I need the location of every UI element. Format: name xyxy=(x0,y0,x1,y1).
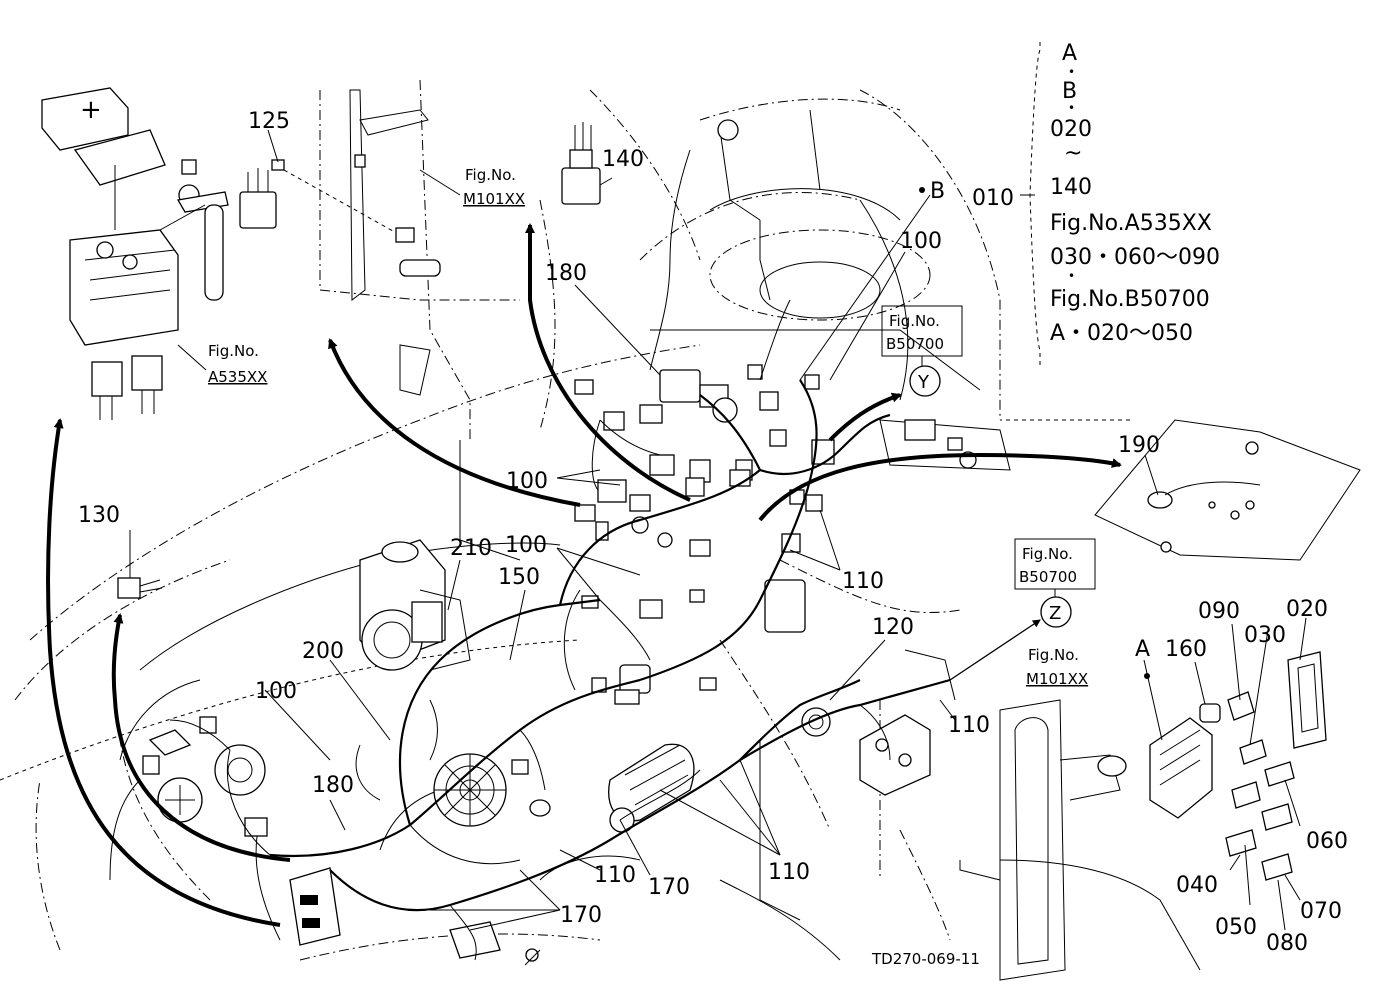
fig-ref-label: Fig.No. xyxy=(1028,646,1079,664)
wiring-harness xyxy=(169,149,951,961)
note-bracket xyxy=(1029,42,1041,368)
note-line-1: A xyxy=(1062,41,1077,66)
fig-ref-a535-top: Fig.No. A535XX xyxy=(177,342,267,386)
callout-210: 210 xyxy=(450,536,492,561)
alternator xyxy=(433,753,551,827)
fig-ref-code: M101XX xyxy=(1026,670,1088,688)
bracket-panel xyxy=(349,89,441,396)
callout-020: 020 xyxy=(1286,597,1328,622)
callout-100-center: 100 xyxy=(505,533,547,558)
fig-ref-code: B50700 xyxy=(886,335,944,353)
note-line-5: 140 xyxy=(1050,175,1092,200)
note-dot: • xyxy=(1068,65,1075,79)
valve-cluster xyxy=(859,649,956,796)
callout-110-bottom-right: 110 xyxy=(768,860,810,885)
callout-100-mid: 100 xyxy=(506,469,548,494)
fuse-box-a xyxy=(1149,651,1327,881)
fig-ref-code: A535XX xyxy=(208,368,267,386)
callout-010: 010 xyxy=(972,186,1014,211)
dash-connectors xyxy=(574,364,835,497)
relay-125 xyxy=(239,159,401,236)
fig-ref-code: M101XX xyxy=(463,190,525,208)
callout-120: 120 xyxy=(872,615,914,640)
callout-100-top: 100 xyxy=(900,229,942,254)
front-pulley xyxy=(142,716,268,837)
callout-b: B xyxy=(930,179,945,204)
callout-200: 200 xyxy=(302,639,344,664)
plate-190 xyxy=(1094,419,1361,561)
note-line-3: 020 xyxy=(1050,117,1092,142)
note-line-6: Fig.No.A535XX xyxy=(1050,211,1212,236)
a-dot xyxy=(1144,673,1150,679)
marker-z: Z xyxy=(1049,603,1061,624)
marker-y-circle xyxy=(909,365,941,397)
note-box: A • B • 020 ~ 140 Fig.No.A535XX 030・060～… xyxy=(1050,41,1220,346)
note-dot: • xyxy=(1068,101,1075,115)
note-line-4: ~ xyxy=(1064,141,1082,166)
panel-y-detail xyxy=(879,419,1011,471)
callout-030: 030 xyxy=(1244,623,1286,648)
fender-post xyxy=(959,699,1201,981)
fig-ref-label: Fig.No. xyxy=(1022,545,1073,563)
note-line-2: B xyxy=(1062,79,1077,104)
note-line-8: Fig.No.B50700 xyxy=(1050,287,1210,312)
callout-050: 050 xyxy=(1215,915,1257,940)
reference-arrows xyxy=(46,223,1122,927)
callout-080: 080 xyxy=(1266,931,1308,956)
callout-170-bottom: 170 xyxy=(560,903,602,928)
battery-box: + xyxy=(41,87,229,420)
callout-180-bottom: 180 xyxy=(312,773,354,798)
fig-ref-m101-bottom: Fig.No. M101XX xyxy=(1026,646,1088,688)
callout-180-top: 180 xyxy=(545,261,587,286)
callout-070: 070 xyxy=(1300,899,1342,924)
note-line-9: A・020～050 xyxy=(1050,321,1193,346)
note-dot: • xyxy=(1068,269,1075,283)
fig-ref-m101-top: Fig.No. M101XX xyxy=(419,166,525,208)
relay-140 xyxy=(561,122,601,205)
callout-140: 140 xyxy=(602,147,644,172)
bottom-bracket xyxy=(289,867,541,966)
plus-icon: + xyxy=(80,95,102,125)
fig-ref-label: Fig.No. xyxy=(208,342,259,360)
callout-a: A xyxy=(1135,637,1150,662)
callout-040: 040 xyxy=(1176,873,1218,898)
drawing-code: TD270-069-11 xyxy=(871,950,980,968)
engine-outline xyxy=(109,440,841,961)
callout-060: 060 xyxy=(1306,829,1348,854)
note-line-7: 030・060～090 xyxy=(1050,245,1220,270)
marker-z-circle xyxy=(1040,596,1072,628)
fig-ref-label: Fig.No. xyxy=(889,312,940,330)
callout-090: 090 xyxy=(1198,599,1240,624)
engine-block xyxy=(359,539,471,671)
callout-110-mid: 110 xyxy=(842,569,884,594)
callout-125: 125 xyxy=(248,109,290,134)
callout-190: 190 xyxy=(1118,433,1160,458)
callout-100-left: 100 xyxy=(255,679,297,704)
machine-outline xyxy=(0,79,1130,961)
fig-ref-b507-y: Fig.No. B50700 Y xyxy=(881,305,963,397)
callout-labels: 125 140 180 B 100 100 130 210 100 150 19… xyxy=(78,109,1348,956)
fig-ref-code: B50700 xyxy=(1019,568,1077,586)
marker-y: Y xyxy=(917,372,930,393)
fig-ref-label: Fig.No. xyxy=(465,166,516,184)
callout-110-bottom: 110 xyxy=(594,863,636,888)
callout-160: 160 xyxy=(1165,637,1207,662)
callout-170-right: 170 xyxy=(648,875,690,900)
starter-motor xyxy=(608,743,695,833)
callout-150: 150 xyxy=(498,565,540,590)
callout-110-right: 110 xyxy=(948,713,990,738)
horn-130 xyxy=(117,577,163,599)
callout-130: 130 xyxy=(78,503,120,528)
b-dot xyxy=(919,187,925,193)
leader-lines xyxy=(129,129,1307,931)
steering-area xyxy=(650,109,981,401)
fig-ref-b507-z: Fig.No. B50700 Z xyxy=(1014,538,1096,628)
